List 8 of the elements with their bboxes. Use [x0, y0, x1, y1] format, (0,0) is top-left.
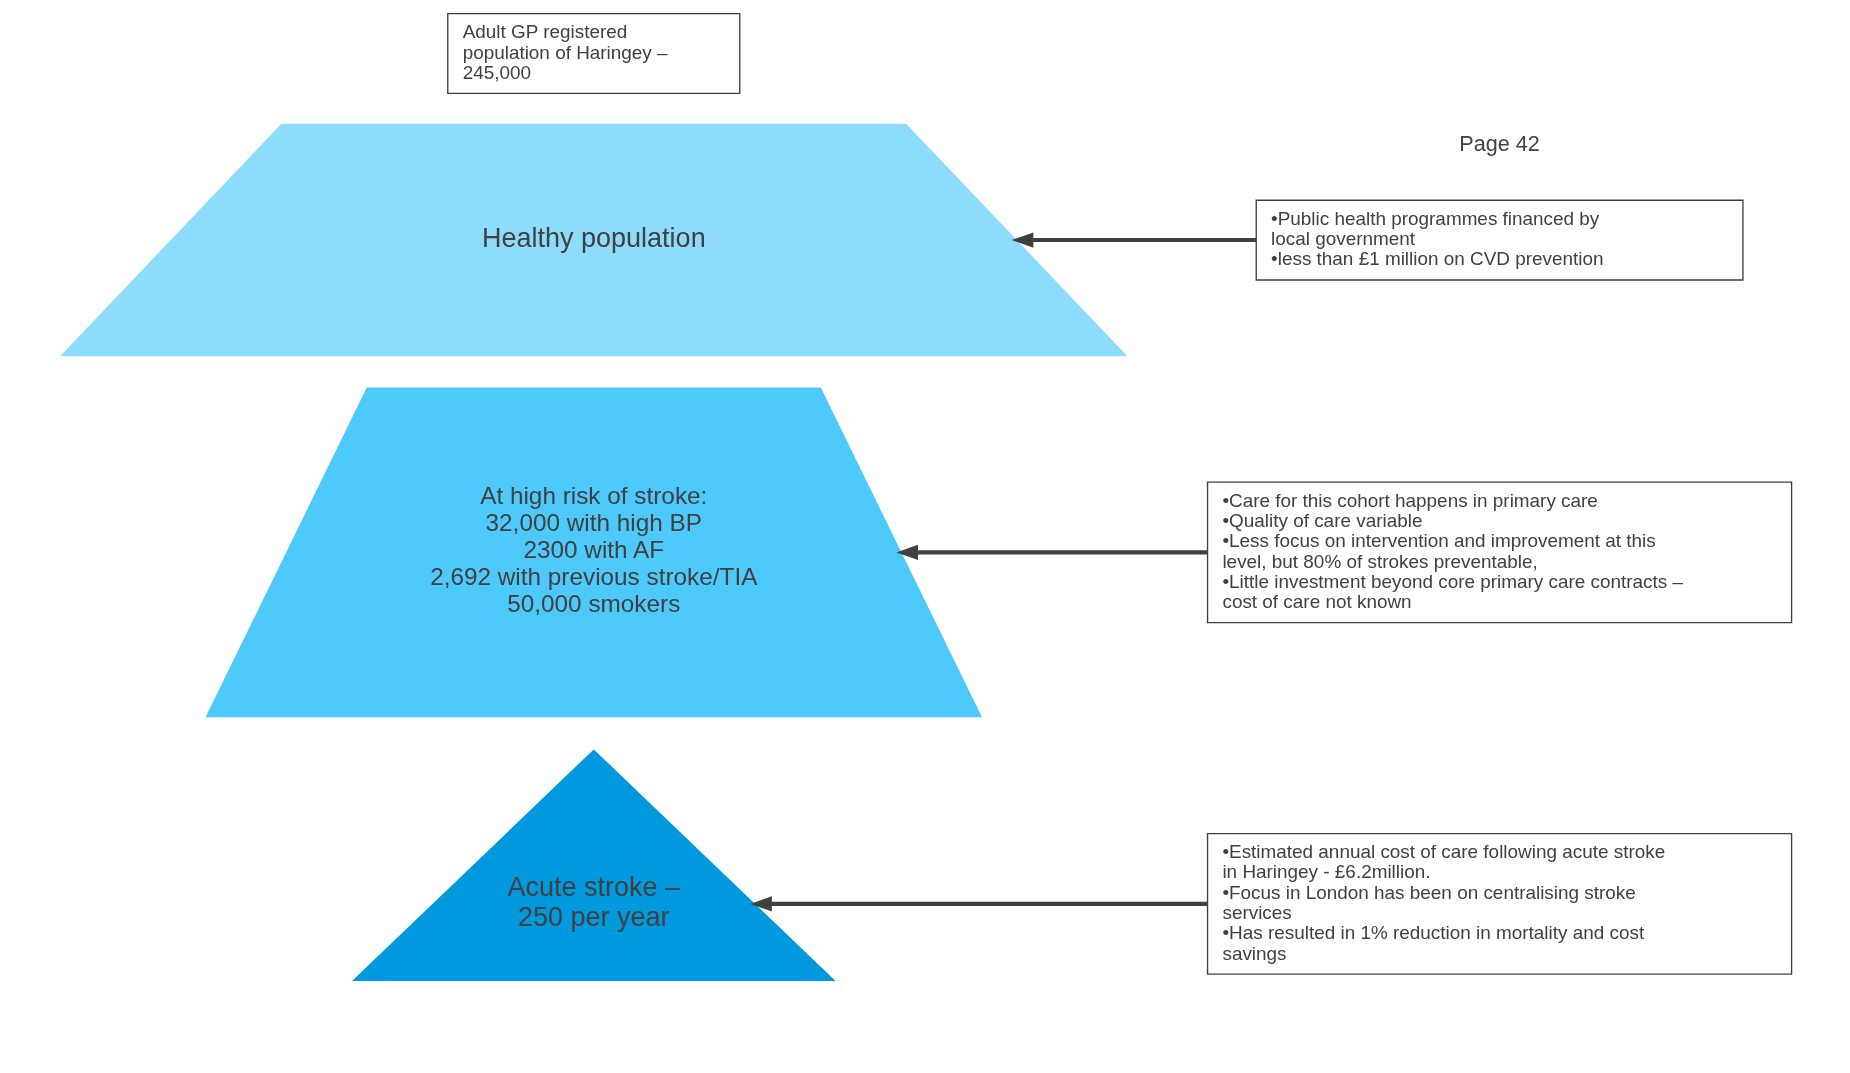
label: Page 42: [1459, 130, 1540, 156]
node-box: Adult GP registered population of Haringey – 245,000: [447, 12, 741, 95]
node-box: •Care for this cohort happens in primary care •Quality of care variable •Less focus on intervention and improvement at this level, but 80% of strokes preventable, •Little investment beyond core primary care contracts – cost of care not known: [1206, 481, 1793, 624]
arrow: [750, 896, 1208, 912]
node-box: •Estimated annual cost of care following acute stroke in Haringey - £6.2million. •Focus in London has been on centralising stroke services •Has resulted in 1% reduction in mortality and cost savings: [1206, 832, 1793, 975]
arrow: [1011, 232, 1257, 248]
arrow: [896, 544, 1208, 560]
node-box: •Public health programmes financed by local government •less than £1 million on CVD prevention: [1255, 199, 1744, 281]
